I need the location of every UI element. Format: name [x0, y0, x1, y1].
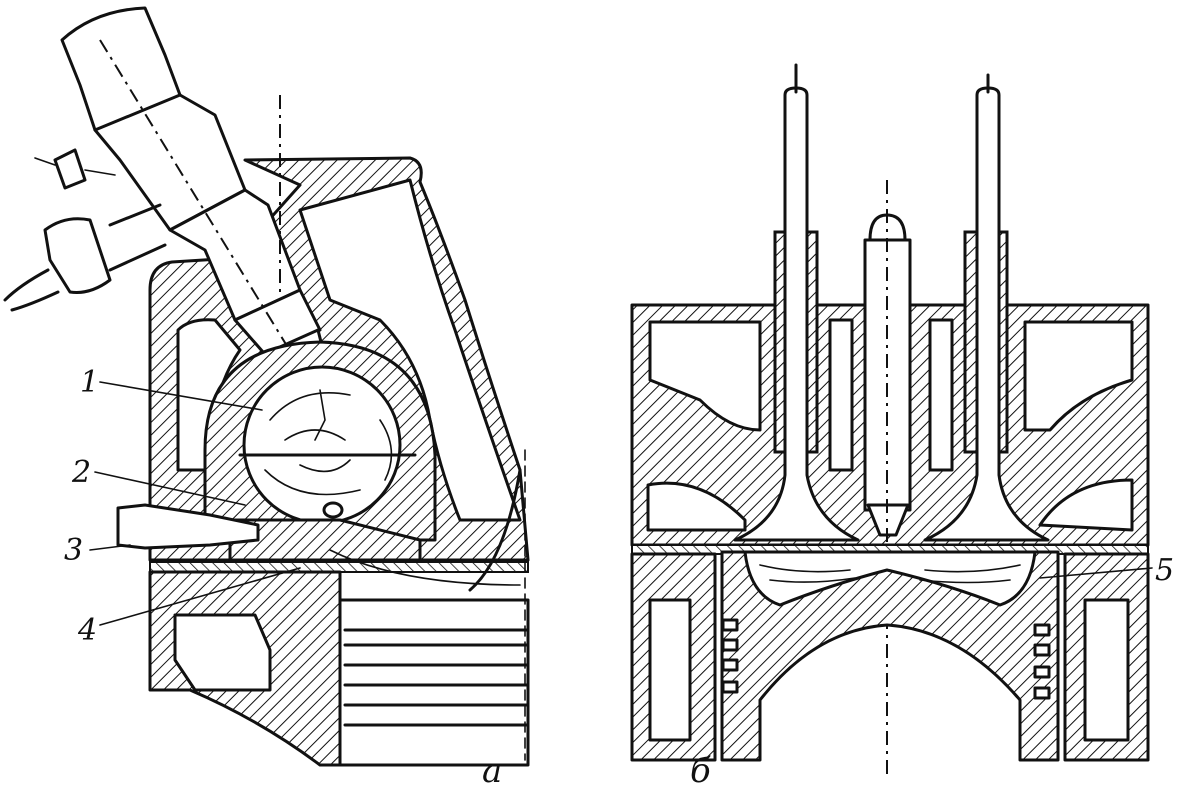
leader-5	[1039, 567, 1153, 579]
lower-port-left	[646, 481, 747, 532]
intake-port-left	[648, 320, 762, 432]
piston-rings-right	[1033, 623, 1051, 700]
leader-4	[99, 567, 301, 626]
piston-b	[720, 550, 1060, 762]
combustion-bowl	[743, 550, 1037, 607]
panel-a-drawing	[3, 6, 530, 767]
callout-3: 3	[64, 533, 83, 568]
lower-port-right	[1038, 478, 1134, 532]
panel-label-b: б	[690, 751, 711, 787]
swirl-chamber	[203, 340, 437, 542]
callout-4: 4	[77, 613, 97, 648]
center-cavity-left	[828, 318, 854, 472]
panel-label-a: а	[482, 751, 502, 787]
exhaust-valve	[923, 73, 1050, 542]
exhaust-port-right	[1023, 320, 1134, 432]
callout-2: 2	[71, 455, 91, 490]
callout-5: 5	[1155, 553, 1174, 588]
leader-1	[99, 381, 263, 411]
chamber-insert	[228, 518, 422, 562]
central-injector	[863, 180, 912, 780]
block-cavity-a	[173, 613, 272, 692]
callout-1: 1	[80, 365, 99, 400]
piston-rings-left	[721, 618, 739, 694]
intake-valve	[733, 63, 860, 542]
panel-b-drawing	[630, 63, 1150, 780]
center-cavity-right	[928, 318, 954, 472]
piston-a	[338, 598, 530, 767]
callout-leaders	[89, 381, 1153, 626]
leader-2	[94, 471, 246, 506]
leader-3	[89, 544, 131, 551]
water-jacket-a	[298, 178, 522, 522]
